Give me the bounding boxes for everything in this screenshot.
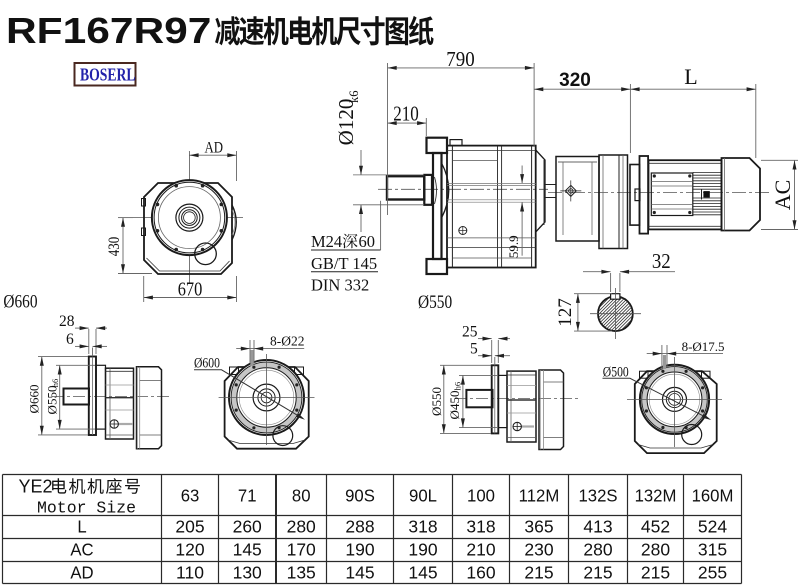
svg-text:71: 71 xyxy=(238,485,257,506)
svg-text:452: 452 xyxy=(641,517,670,537)
svg-text:132M: 132M xyxy=(635,485,677,506)
svg-text:280: 280 xyxy=(641,540,670,560)
svg-text:670: 670 xyxy=(178,278,203,300)
svg-text:524: 524 xyxy=(698,517,727,537)
svg-text:80: 80 xyxy=(292,485,311,506)
svg-text:190: 190 xyxy=(345,540,374,560)
svg-text:90S: 90S xyxy=(345,485,375,506)
svg-text:Ø550: Ø550 xyxy=(429,387,444,416)
svg-text:215: 215 xyxy=(583,563,612,583)
svg-text:59.9: 59.9 xyxy=(506,235,521,258)
svg-text:430: 430 xyxy=(106,237,123,256)
svg-text:210: 210 xyxy=(393,103,418,126)
svg-text:413: 413 xyxy=(583,517,612,537)
svg-text:135: 135 xyxy=(287,563,316,583)
svg-text:60: 60 xyxy=(359,232,376,251)
svg-text:Motor Size: Motor Size xyxy=(37,499,136,518)
svg-text:AD: AD xyxy=(70,562,93,583)
svg-text:120: 120 xyxy=(175,540,204,560)
svg-text:RF167R97: RF167R97 xyxy=(6,11,211,51)
svg-text:AC: AC xyxy=(70,539,93,560)
svg-text:AD: AD xyxy=(205,139,224,156)
svg-text:L: L xyxy=(684,64,697,89)
svg-text:365: 365 xyxy=(524,517,553,537)
svg-text:145: 145 xyxy=(345,563,374,583)
svg-text:L: L xyxy=(77,516,87,537)
svg-text:DIN 332: DIN 332 xyxy=(311,276,369,295)
svg-text:Ø550: Ø550 xyxy=(418,292,452,313)
svg-text:280: 280 xyxy=(583,540,612,560)
svg-text:160: 160 xyxy=(466,563,495,583)
svg-text:132S: 132S xyxy=(578,485,617,506)
svg-text:Ø660: Ø660 xyxy=(27,385,42,414)
svg-text:Ø660: Ø660 xyxy=(3,291,37,312)
svg-text:190: 190 xyxy=(408,540,437,560)
svg-text:Ø500: Ø500 xyxy=(603,363,629,380)
svg-text:320: 320 xyxy=(559,70,591,91)
svg-text:Ø120: Ø120 xyxy=(334,99,358,146)
svg-text:6: 6 xyxy=(66,331,74,348)
svg-text:112M: 112M xyxy=(519,485,560,506)
svg-text:145: 145 xyxy=(233,540,262,560)
svg-text:YE2: YE2 xyxy=(19,477,53,497)
svg-text:280: 280 xyxy=(287,517,316,537)
svg-text:318: 318 xyxy=(408,517,437,537)
svg-text:315: 315 xyxy=(698,540,727,560)
svg-text:28: 28 xyxy=(59,313,75,330)
svg-text:AC: AC xyxy=(770,180,795,211)
svg-text:255: 255 xyxy=(698,563,727,583)
svg-text:288: 288 xyxy=(345,517,374,537)
svg-text:145: 145 xyxy=(408,563,437,583)
svg-text:h6: h6 xyxy=(50,379,60,388)
svg-text:170: 170 xyxy=(287,540,316,560)
svg-text:8-Ø22: 8-Ø22 xyxy=(270,334,305,349)
svg-text:230: 230 xyxy=(524,540,553,560)
svg-text:GB/T 145: GB/T 145 xyxy=(311,254,377,273)
svg-text:8-Ø17.5: 8-Ø17.5 xyxy=(682,339,725,354)
svg-text:260: 260 xyxy=(233,517,262,537)
svg-text:205: 205 xyxy=(175,517,204,537)
svg-text:M24: M24 xyxy=(311,232,342,251)
svg-text:32: 32 xyxy=(652,250,671,273)
svg-text:215: 215 xyxy=(524,563,553,583)
svg-text:790: 790 xyxy=(446,48,474,71)
svg-text:25: 25 xyxy=(462,324,478,341)
svg-text:215: 215 xyxy=(641,563,670,583)
svg-text:63: 63 xyxy=(181,485,200,506)
svg-text:90L: 90L xyxy=(409,485,437,506)
svg-text:Ø600: Ø600 xyxy=(194,354,220,371)
svg-text:127: 127 xyxy=(555,298,576,327)
svg-text:BOSERL: BOSERL xyxy=(80,66,135,85)
svg-text:110: 110 xyxy=(176,563,204,583)
svg-text:h6: h6 xyxy=(453,382,463,391)
svg-text:Ø550: Ø550 xyxy=(45,386,60,415)
svg-text:Ø450: Ø450 xyxy=(447,391,462,420)
svg-text:160M: 160M xyxy=(692,485,734,506)
svg-text:210: 210 xyxy=(466,540,495,560)
svg-text:130: 130 xyxy=(233,563,262,583)
svg-text:5: 5 xyxy=(470,341,478,358)
svg-text:100: 100 xyxy=(467,485,495,506)
svg-text:318: 318 xyxy=(466,517,495,537)
svg-text:k6: k6 xyxy=(347,91,361,104)
